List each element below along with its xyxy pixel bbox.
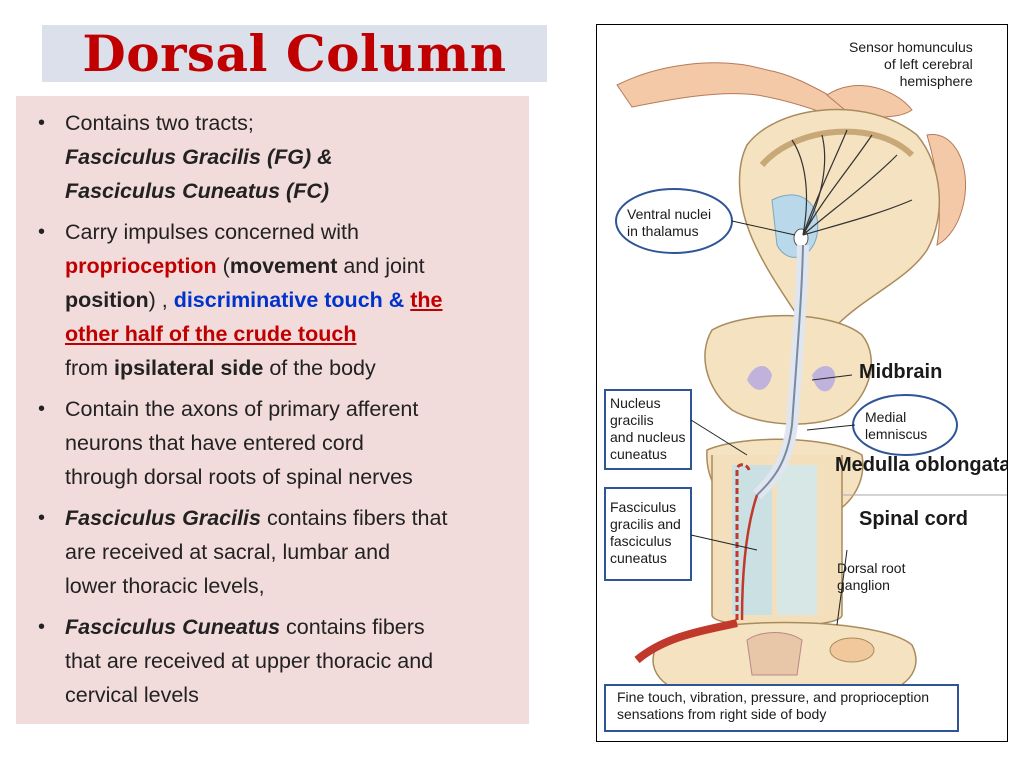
ventral-nucleus-marker: [793, 228, 809, 248]
dorsal-root-ganglion-label: Dorsal root ganglion: [837, 560, 905, 594]
bullet-dot: •: [38, 112, 46, 134]
text-panel: • Contains two tracts; Fasciculus Gracil…: [16, 96, 529, 724]
text-fragment: from: [65, 356, 114, 380]
anatomy-illustration: [604, 62, 1007, 732]
bullet-item-gracilis: • Fasciculus Gracilis contains fibers th…: [38, 501, 519, 603]
label-line: Sensor homunculus: [849, 39, 973, 55]
label-line: fasciculus: [610, 533, 672, 549]
thalamus-shape: [771, 194, 819, 258]
nucleus-gracilis-label: Nucleus gracilis and nucleus cuneatus: [610, 395, 686, 463]
label-line: hemisphere: [899, 73, 973, 89]
fasciculus-label: Fasciculus gracilis and fasciculus cunea…: [610, 499, 681, 567]
callout-box-fasciculus: [604, 487, 692, 581]
bullet-text: lower thoracic levels,: [65, 574, 265, 598]
bullet-item-cuneatus: • Fasciculus Cuneatus contains fibers th…: [38, 610, 519, 712]
slide-title: Dorsal Column: [82, 24, 507, 83]
bullet-dot: •: [38, 398, 46, 420]
label-line: gracilis and: [610, 516, 681, 532]
dorsal-root-ganglion-shape: [829, 637, 875, 663]
bullet-text-line: Fasciculus Cuneatus contains fibers: [65, 610, 519, 644]
bullet-text: neurons that have entered cord: [65, 431, 364, 455]
term-discriminative-touch: discriminative touch &: [173, 288, 411, 312]
bullet-list: • Contains two tracts; Fasciculus Gracil…: [38, 106, 519, 712]
bullet-dot: •: [38, 507, 46, 529]
label-line: Ventral nuclei: [627, 206, 712, 222]
afferent-fiber-cuneatus: [740, 494, 759, 621]
text-fragment: and joint: [337, 254, 425, 278]
label-line: Fine touch, vibration, pressure, and pro…: [617, 689, 930, 705]
bullet-item-impulses: • Carry impulses concerned with proprioc…: [38, 215, 519, 385]
bullet-dot: •: [38, 221, 46, 243]
label-line: lemniscus: [865, 426, 928, 442]
tract-name-fg: Fasciculus Gracilis (FG) &: [65, 145, 333, 169]
text-fragment: contains fibers that: [261, 506, 448, 530]
caption-label: Fine touch, vibration, pressure, and pro…: [617, 689, 929, 723]
bullet-text: Contains two tracts;: [65, 111, 254, 135]
bullet-text-line: from ipsilateral side of the body: [65, 351, 519, 385]
medial-lemniscus-outline: [756, 244, 804, 496]
thalamocortical-fibers: [791, 129, 913, 236]
tract-name-fc: Fasciculus Cuneatus (FC): [65, 179, 330, 203]
bullet-dot: •: [38, 616, 46, 638]
label-line: and nucleus: [610, 429, 686, 445]
bullet-text-line: proprioception (movement and joint: [65, 249, 519, 283]
label-line: cuneatus: [610, 446, 667, 462]
bullet-item-tracts: • Contains two tracts; Fasciculus Gracil…: [38, 106, 519, 208]
bullet-text: Carry impulses concerned with: [65, 220, 359, 244]
title-bar: Dorsal Column: [42, 24, 547, 83]
cortex-gray-band: [759, 128, 915, 168]
label-line: sensations from right side of body: [617, 706, 827, 722]
term-position: position: [65, 288, 149, 312]
term-ipsilateral: ipsilateral side: [113, 356, 264, 380]
fasciculus-cuneatus-band: [777, 465, 817, 615]
medial-lemniscus-label: Medial lemniscus: [865, 409, 927, 443]
callout-box-nucleus: [604, 389, 692, 470]
homunculus-label: Sensor homunculus of left cerebral hemis…: [849, 39, 973, 90]
term-crude-touch: other half of the crude touch: [65, 322, 357, 346]
text-fragment: contains fibers: [280, 615, 425, 639]
term-movement: movement: [229, 254, 338, 278]
label-line: Nucleus: [610, 395, 661, 411]
term-fasciculus-gracilis: Fasciculus Gracilis: [65, 506, 261, 530]
bullet-text: that are received at upper thoracic and: [65, 649, 434, 673]
midbrain-shape: [704, 314, 872, 425]
gray-matter-shape: [746, 632, 803, 676]
spinal-cord-label: Spinal cord: [859, 508, 968, 530]
bullet-text-line: position) , discriminative touch & the: [65, 283, 519, 317]
dorsal-column-diagram: Sensor homunculus of left cerebral hemis…: [596, 24, 1008, 742]
text-fragment: of the body: [263, 356, 376, 380]
bullet-text: cervical levels: [65, 683, 199, 707]
text-fragment: ) ,: [148, 288, 174, 312]
label-line: Medial: [865, 409, 907, 425]
label-line: Fasciculus: [610, 499, 677, 515]
caption-box: [604, 684, 959, 732]
medulla-label: Medulla oblongata: [835, 454, 1008, 476]
midbrain-nucleus-left: [747, 365, 772, 390]
ventral-nuclei-label: Ventral nuclei in thalamus: [627, 206, 711, 240]
label-line: of left cerebral: [884, 56, 973, 72]
term-the: the: [410, 288, 443, 312]
cerebral-cortex-shape: [738, 108, 941, 326]
bullet-text-line: Fasciculus Gracilis contains fibers that: [65, 501, 519, 535]
term-proprioception: proprioception: [65, 254, 217, 278]
label-line: ganglion: [837, 577, 890, 593]
bullet-item-axons: • Contain the axons of primary afferent …: [38, 392, 519, 494]
label-line: gracilis: [610, 412, 654, 428]
bullet-text: Contain the axons of primary afferent: [65, 397, 419, 421]
bullet-text: are received at sacral, lumbar and: [65, 540, 391, 564]
label-line: Dorsal root: [837, 560, 906, 576]
midbrain-label: Midbrain: [859, 361, 943, 383]
text-fragment: (: [216, 254, 230, 278]
leader-lines: [690, 220, 856, 626]
term-fasciculus-cuneatus: Fasciculus Cuneatus: [65, 615, 281, 639]
afferent-fiber-gracilis: [735, 463, 751, 620]
bullet-text: through dorsal roots of spinal nerves: [65, 465, 413, 489]
label-line: cuneatus: [610, 550, 667, 566]
label-line: in thalamus: [627, 223, 699, 239]
dorsal-root-fiber: [634, 619, 738, 664]
